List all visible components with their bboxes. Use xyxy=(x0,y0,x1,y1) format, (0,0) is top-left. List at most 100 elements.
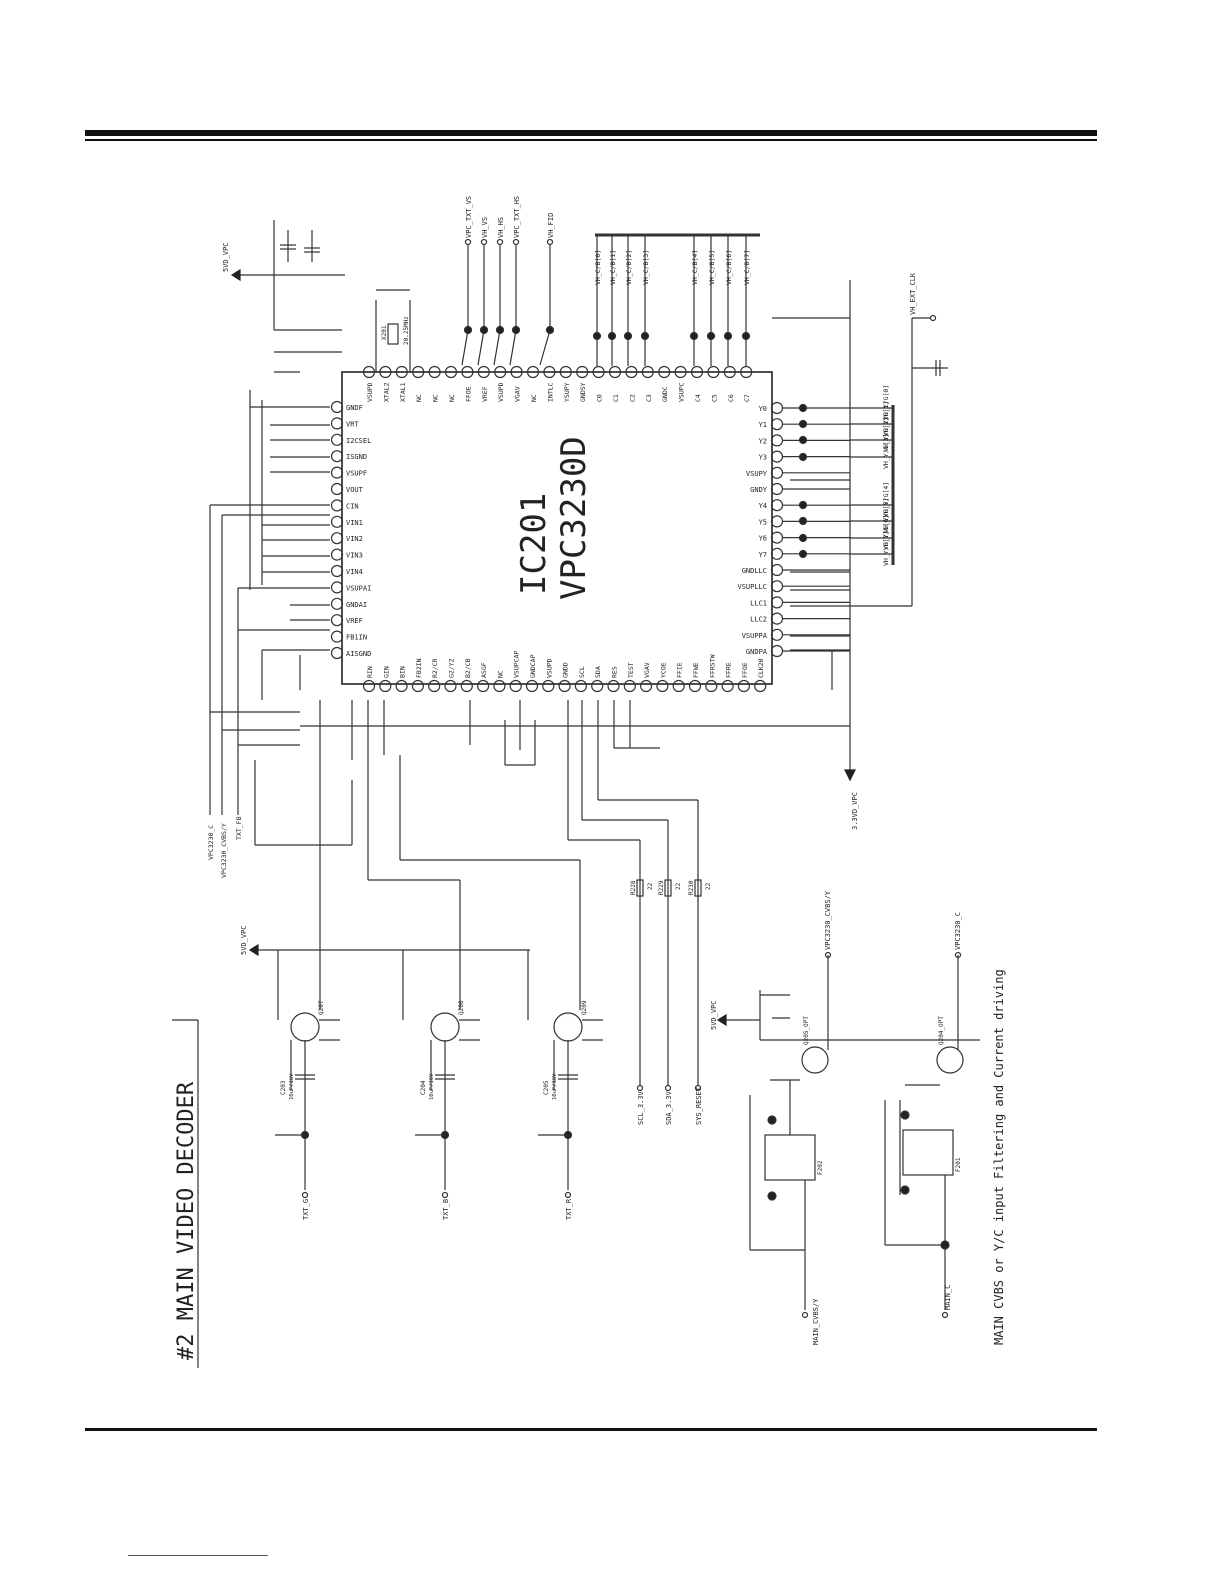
ic-pin-bottom xyxy=(509,679,522,693)
filter-transistor-1 xyxy=(801,1046,829,1074)
ic-pin-top xyxy=(625,365,638,379)
filter-transistor-2 xyxy=(936,1046,964,1074)
ic-pin-bottom xyxy=(607,679,620,693)
ic-pin-left xyxy=(330,564,344,578)
ic-pin-right xyxy=(770,450,784,463)
ic-pin-top-label: GNDSY xyxy=(579,382,587,402)
ic-pin-right xyxy=(770,580,784,593)
cb-bus-label: VH_C/B[0] xyxy=(594,250,602,285)
driver-transistor-ref: Q207 xyxy=(318,1000,325,1015)
ic-pin-top-label: XTAL2 xyxy=(382,382,390,402)
ic-pin-right xyxy=(770,531,784,544)
ic-pin-bottom xyxy=(411,679,424,693)
ic-pin-left xyxy=(330,417,344,430)
left-input-cvbs: VPC3230_CVBS/Y xyxy=(220,823,228,878)
junction-dot xyxy=(607,331,617,341)
ic-part-number: VPC3230D xyxy=(554,436,594,600)
ic-pin-bottom xyxy=(754,679,767,693)
top-output-label: VPC_TXT_HS xyxy=(513,196,521,238)
top-border-rule-thin xyxy=(85,139,1097,141)
ic-pin-top xyxy=(740,365,753,379)
ic-pin-top-label: C6 xyxy=(727,394,735,402)
cb-bus-label: VH_C/B[3] xyxy=(642,250,650,285)
crystal-x201 xyxy=(387,323,399,345)
top-output-wire xyxy=(509,329,517,366)
ic-pin-right xyxy=(770,644,784,658)
ic-pin-right xyxy=(770,401,784,415)
ic-pin-top-label: VSUPD xyxy=(366,382,374,402)
filter-power-label: 5VD_VPC xyxy=(710,1000,718,1030)
ic-pin-left-label: AISGND xyxy=(346,650,371,658)
top-output-wire xyxy=(461,329,469,366)
y-bus-label: VH_Y/G[6] xyxy=(882,515,890,550)
junction-dot xyxy=(545,325,555,335)
ic-pin-top xyxy=(444,365,458,379)
ic-pin-right-label: VSUPPA xyxy=(742,632,768,640)
ic-pin-top-label: YSUPY xyxy=(563,382,571,402)
y-bus-label: VH_Y/G[0] xyxy=(882,385,890,420)
ic-pin-top-label: C4 xyxy=(694,394,702,402)
y-bus-label: VH_Y/G[2] xyxy=(882,417,890,452)
ic-pin-right xyxy=(770,482,784,496)
top-output-wire xyxy=(477,329,485,366)
ic-pin-left xyxy=(330,499,344,512)
ic-pin-top xyxy=(510,365,523,379)
ic-pin-bottom-label: FFOE xyxy=(741,662,749,678)
driver-cap-ref: C204 xyxy=(420,1080,427,1095)
ic-pin-right xyxy=(770,628,784,641)
junction-dot xyxy=(479,325,489,335)
bus-line-terminal xyxy=(664,1084,672,1092)
ic201-body xyxy=(341,371,773,685)
ic-pin-right-label: Y0 xyxy=(759,405,767,413)
ic-pin-top-label: C0 xyxy=(596,394,604,402)
serial-resistor xyxy=(694,879,702,897)
ic-pin-left xyxy=(330,646,344,660)
ic-pin-top xyxy=(477,365,490,379)
top-output-label: VH_FID xyxy=(547,213,555,238)
junction-dot xyxy=(511,325,521,335)
top-output-label: VH_VS xyxy=(481,217,489,238)
ic-pin-right-label: Y7 xyxy=(759,551,767,559)
ic-pin-right xyxy=(770,434,784,447)
ic-pin-top xyxy=(608,365,622,379)
ic-pin-top xyxy=(362,365,376,379)
filter-out-2-label: VPC3230_C xyxy=(954,912,962,950)
y-bus-label: VH_Y/G[3] xyxy=(882,434,890,469)
txt-input-label: TXT_B xyxy=(442,1199,450,1220)
ic-pin-bottom-label: RES xyxy=(611,666,619,678)
ic-pin-top xyxy=(674,365,687,379)
serial-resistor-value: 22 xyxy=(705,882,712,890)
txt-input-label: TXT_G xyxy=(302,1199,310,1220)
crystal-ref: X201 xyxy=(381,325,388,340)
ic-pin-bottom xyxy=(542,679,555,693)
ic-pin-right xyxy=(770,612,784,625)
ic-pin-left xyxy=(330,482,344,496)
footer-caption: MAIN CVBS or Y/C input Filtering and Cur… xyxy=(992,969,1006,1345)
left-input-fb: TXT_FB xyxy=(235,816,243,840)
ic-pin-left-label: VIN4 xyxy=(346,568,363,576)
top-output-terminal xyxy=(546,238,554,246)
junction-dot xyxy=(463,325,473,335)
ic-pin-right xyxy=(770,563,784,577)
ic-pin-bottom xyxy=(460,679,473,693)
ic-pin-bottom xyxy=(574,679,588,693)
ic-pin-bottom-label: FFIE xyxy=(676,662,684,678)
bus-line-label: SDA_3.3V xyxy=(665,1090,673,1125)
driver-transistor-ref: Q208 xyxy=(458,1000,465,1015)
ic-pin-top-label: XTAL1 xyxy=(399,382,407,402)
ic-pin-top xyxy=(559,365,572,379)
ic-pin-bottom-label: GNDD xyxy=(562,662,570,678)
ic-pin-bottom xyxy=(591,679,604,693)
power-bottom-label: 3.3VD_VPC xyxy=(851,792,859,830)
top-output-terminal xyxy=(480,238,488,246)
ic-pin-bottom-label: VSUPCAP xyxy=(513,651,521,678)
ic-pin-bottom-label: FB2IN xyxy=(415,658,423,678)
ic-pin-top-label: C1 xyxy=(612,394,620,402)
junction-dot xyxy=(640,331,650,341)
cb-bus-label: VH_C/B[4] xyxy=(691,250,699,285)
ic-pin-top-label: INTLC xyxy=(546,382,554,402)
ic-pin-left xyxy=(330,515,344,528)
ic-pin-bottom xyxy=(688,679,702,693)
ic-pin-right xyxy=(770,596,784,609)
